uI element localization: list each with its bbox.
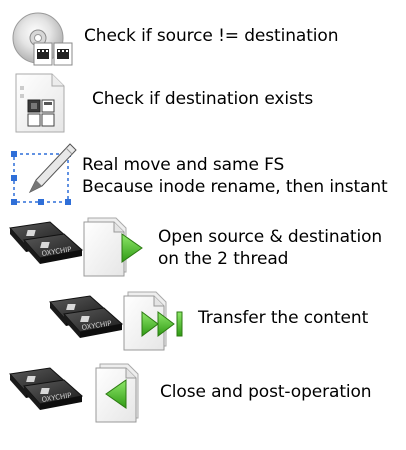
chips-with-play-document-icon: OXYCHIP	[6, 214, 156, 280]
step-4-line-2: on the 2 thread	[158, 249, 289, 269]
step-2-label: Check if destination exists	[92, 88, 313, 110]
chip-icon: OXYCHIP	[23, 233, 84, 264]
chips-with-fast-forward-document-icon: OXYCHIP	[46, 288, 196, 354]
step-6-label: Close and post-operation	[160, 381, 372, 403]
step-1-label: Check if source != destination	[84, 25, 338, 47]
step-5-label: Transfer the content	[198, 307, 368, 329]
chip-icon: OXYCHIP	[23, 379, 84, 410]
step-5-line-1: Transfer the content	[198, 308, 369, 328]
pen-selection-icon	[8, 142, 78, 206]
step-1-line-1: Check if source != destination	[84, 26, 339, 46]
step-3-label: Real move and same FS Because inode rena…	[82, 154, 388, 198]
chips-with-back-document-icon: OXYCHIP	[6, 360, 156, 426]
cd-with-film-files-icon	[8, 8, 76, 68]
step-2-line-1: Check if destination exists	[92, 89, 314, 109]
document-with-tiles-icon	[12, 72, 68, 134]
step-3-line-1: Real move and same FS	[82, 155, 285, 175]
step-4-label: Open source & destination on the 2 threa…	[158, 226, 382, 270]
chip-icon: OXYCHIP	[63, 307, 124, 338]
step-4-line-1: Open source & destination	[158, 227, 383, 247]
step-6-line-1: Close and post-operation	[160, 382, 372, 402]
step-3-line-2: Because inode rename, then instant	[82, 177, 388, 197]
